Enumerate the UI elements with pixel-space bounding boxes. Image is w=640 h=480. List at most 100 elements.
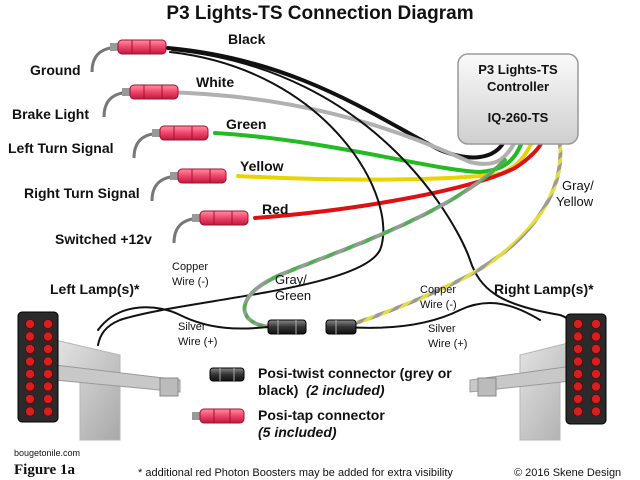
lamp-led [43, 381, 54, 392]
connection-row: Left Turn Signal Green [8, 116, 266, 159]
wire-color-label: White [196, 74, 234, 90]
right-silver-label-2: Wire (+) [428, 338, 467, 350]
left-lamp [17, 311, 59, 423]
connection-label: Left Turn Signal [8, 140, 114, 156]
right-silver-wire [344, 302, 541, 329]
gray-yellow-label-2: Yellow [556, 194, 594, 209]
controller-model: IQ-260-TS [488, 110, 549, 125]
wire-color-label: Yellow [240, 158, 284, 174]
lamp-led [573, 381, 584, 392]
lamp-led [24, 406, 35, 417]
left-copper-label-1: Copper [172, 261, 208, 273]
connection-label: Switched +12v [55, 231, 152, 247]
wire-bundle [97, 46, 579, 346]
copyright: © 2016 Skene Design [514, 467, 621, 479]
lamp-led [573, 318, 584, 329]
left-lamp-label: Left Lamp(s)* [50, 281, 140, 297]
diagram-title: P3 Lights-TS Connection Diagram [166, 3, 473, 24]
black-ground-to-right [171, 49, 579, 341]
connection-row: Brake Light White [12, 74, 234, 122]
posi-tap-connector [110, 39, 167, 55]
posi-tap-connector [152, 125, 209, 141]
lamp-led [24, 381, 35, 392]
lamp-led [43, 393, 54, 404]
lamp-led [573, 393, 584, 404]
white-wire [158, 90, 517, 166]
gray-green-label-1: Gray/ [275, 272, 307, 287]
left-silver-wire [97, 306, 269, 331]
right-silver-label-1: Silver [428, 323, 456, 335]
green-wire [213, 131, 524, 175]
watermark: bougetonile.com [14, 448, 80, 458]
right-lamp-label: Right Lamp(s)* [494, 281, 594, 297]
lamp-led [43, 331, 54, 342]
lamp-led [24, 393, 35, 404]
lamp-led [24, 343, 35, 354]
legend-posi-tap-icon [192, 408, 245, 424]
lamp-led [591, 331, 602, 342]
lamp-led [573, 368, 584, 379]
lamp-led [591, 343, 602, 354]
connection-label: Right Turn Signal [24, 185, 140, 201]
right-copper-label-2: Wire (-) [420, 299, 457, 311]
connection-row: Switched +12v Red [55, 201, 288, 247]
lamp-led [591, 356, 602, 367]
gray-green-label-2: Green [275, 288, 311, 303]
wire-color-label: Green [226, 116, 266, 132]
right-lamp-bracket [469, 339, 581, 441]
legend-posi-tap-text-b: (5 included) [258, 424, 337, 440]
lamp-led [591, 368, 602, 379]
yellow-wire [236, 140, 534, 182]
legend-posi-twist-icon [209, 367, 245, 382]
legend-posi-tap-text-a: Posi-tap connector [258, 407, 385, 423]
lamp-led [43, 406, 54, 417]
gray-yellow-wire [348, 143, 563, 327]
footnote: * additional red Photon Boosters may be … [138, 467, 453, 479]
left-silver-label-1: Silver [178, 321, 206, 333]
lamp-led [591, 318, 602, 329]
figure-label: Figure 1a [14, 462, 75, 478]
posi-tap-connector [192, 210, 249, 226]
right-copper-label-1: Copper [420, 284, 456, 296]
gray-green-wire [242, 158, 507, 329]
connection-row: Right Turn Signal Yellow [24, 158, 284, 202]
lamp-led [573, 331, 584, 342]
right-lamp [565, 313, 607, 425]
lamp-led [24, 318, 35, 329]
lamp-led [573, 406, 584, 417]
controller-line1: P3 Lights-TS [478, 62, 558, 77]
black-wire [166, 46, 507, 160]
legend-posi-twist-text-b: black) [258, 382, 298, 398]
posi-tap-connector [170, 168, 227, 184]
connection-label: Brake Light [12, 106, 89, 122]
wire-color-label: Black [228, 31, 266, 47]
lamp-led [24, 368, 35, 379]
lamp-led [591, 381, 602, 392]
left-silver-label-2: Wire (+) [178, 336, 217, 348]
wire-color-label: Red [262, 201, 288, 217]
lamp-led [43, 368, 54, 379]
lamp-led [573, 343, 584, 354]
right-posi-twist [325, 319, 357, 335]
controller-line2: Controller [487, 79, 549, 94]
black-ground-to-left [97, 51, 385, 346]
lamp-led [43, 343, 54, 354]
controller-box: P3 Lights-TS Controller IQ-260-TS [457, 53, 579, 145]
left-posi-twist [267, 319, 307, 335]
legend-posi-twist-text-a: Posi-twist connector (grey or [258, 365, 452, 381]
lamp-led [591, 393, 602, 404]
lamp-led [573, 356, 584, 367]
posi-tap-connector [122, 84, 179, 100]
lamp-led [24, 331, 35, 342]
lamp-led [43, 318, 54, 329]
lamp-led [43, 356, 54, 367]
left-copper-label-2: Wire (-) [172, 276, 209, 288]
gray-yellow-label-1: Gray/ [562, 178, 594, 193]
legend: Posi-twist connector (grey or black) (2 … [192, 365, 452, 440]
lamp-led [24, 356, 35, 367]
legend-posi-twist-text-c: (2 included) [306, 382, 385, 398]
